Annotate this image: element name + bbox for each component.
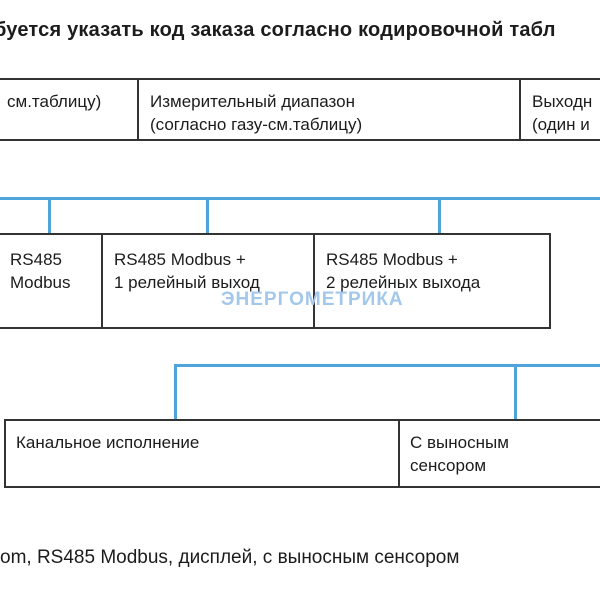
box-rs485-modbus-line1: RS485 (10, 250, 62, 269)
box-measuring-range: Измерительный диапазон (согласно газу-см… (137, 78, 521, 141)
watermark: ЭНЕРГОМЕТРИКА (221, 289, 404, 310)
footer-text: om, RS485 Modbus, дисплей, с выносным се… (0, 547, 460, 568)
box-measuring-range-line2: (согласно газу-см.таблицу) (150, 115, 363, 134)
connector1-hline (0, 197, 600, 200)
box-rs485-1-relay-line2: 1 релейный выход (114, 273, 260, 292)
box-remote-sensor-line1: С выносным (410, 433, 509, 452)
box-remote-sensor-line2: сенсором (410, 456, 487, 475)
box-measuring-range-line1: Измерительный диапазон (150, 92, 355, 111)
connector2-vline-left (174, 364, 177, 421)
box-rs485-modbus-line2: Modbus (10, 273, 71, 292)
box-gas-see-table-line: см.таблицу) (7, 92, 102, 111)
box-rs485-2-relay-line2: 2 релейных выхода (326, 273, 481, 292)
box-rs485-2-relay-line1: RS485 Modbus + (326, 250, 458, 269)
box-output-signal-line2: (один и (532, 115, 590, 134)
box-rs485-1-relay-line1: RS485 Modbus + (114, 250, 246, 269)
box-duct-version-line: Канальное исполнение (16, 433, 200, 452)
page-title: буется указать код заказа согласно кодир… (0, 19, 556, 41)
connector1-vline-left (48, 197, 51, 235)
connector1-vline-middle (206, 197, 209, 235)
connector2-hline (174, 364, 600, 367)
connector2-vline-right (514, 364, 517, 421)
box-output-signal-line1: Выходн (532, 92, 593, 111)
box-remote-sensor: С выносным сенсором (398, 419, 600, 488)
box-rs485-1-relay: RS485 Modbus + 1 релейный выход (101, 233, 315, 329)
box-output-signal: Выходн (один и (519, 78, 600, 141)
box-gas-see-table: см.таблицу) (0, 78, 139, 141)
box-rs485-modbus: RS485 Modbus (0, 233, 103, 329)
connector1-vline-right (438, 197, 441, 235)
box-rs485-2-relay: RS485 Modbus + 2 релейных выхода (313, 233, 551, 329)
box-duct-version: Канальное исполнение (4, 419, 400, 488)
